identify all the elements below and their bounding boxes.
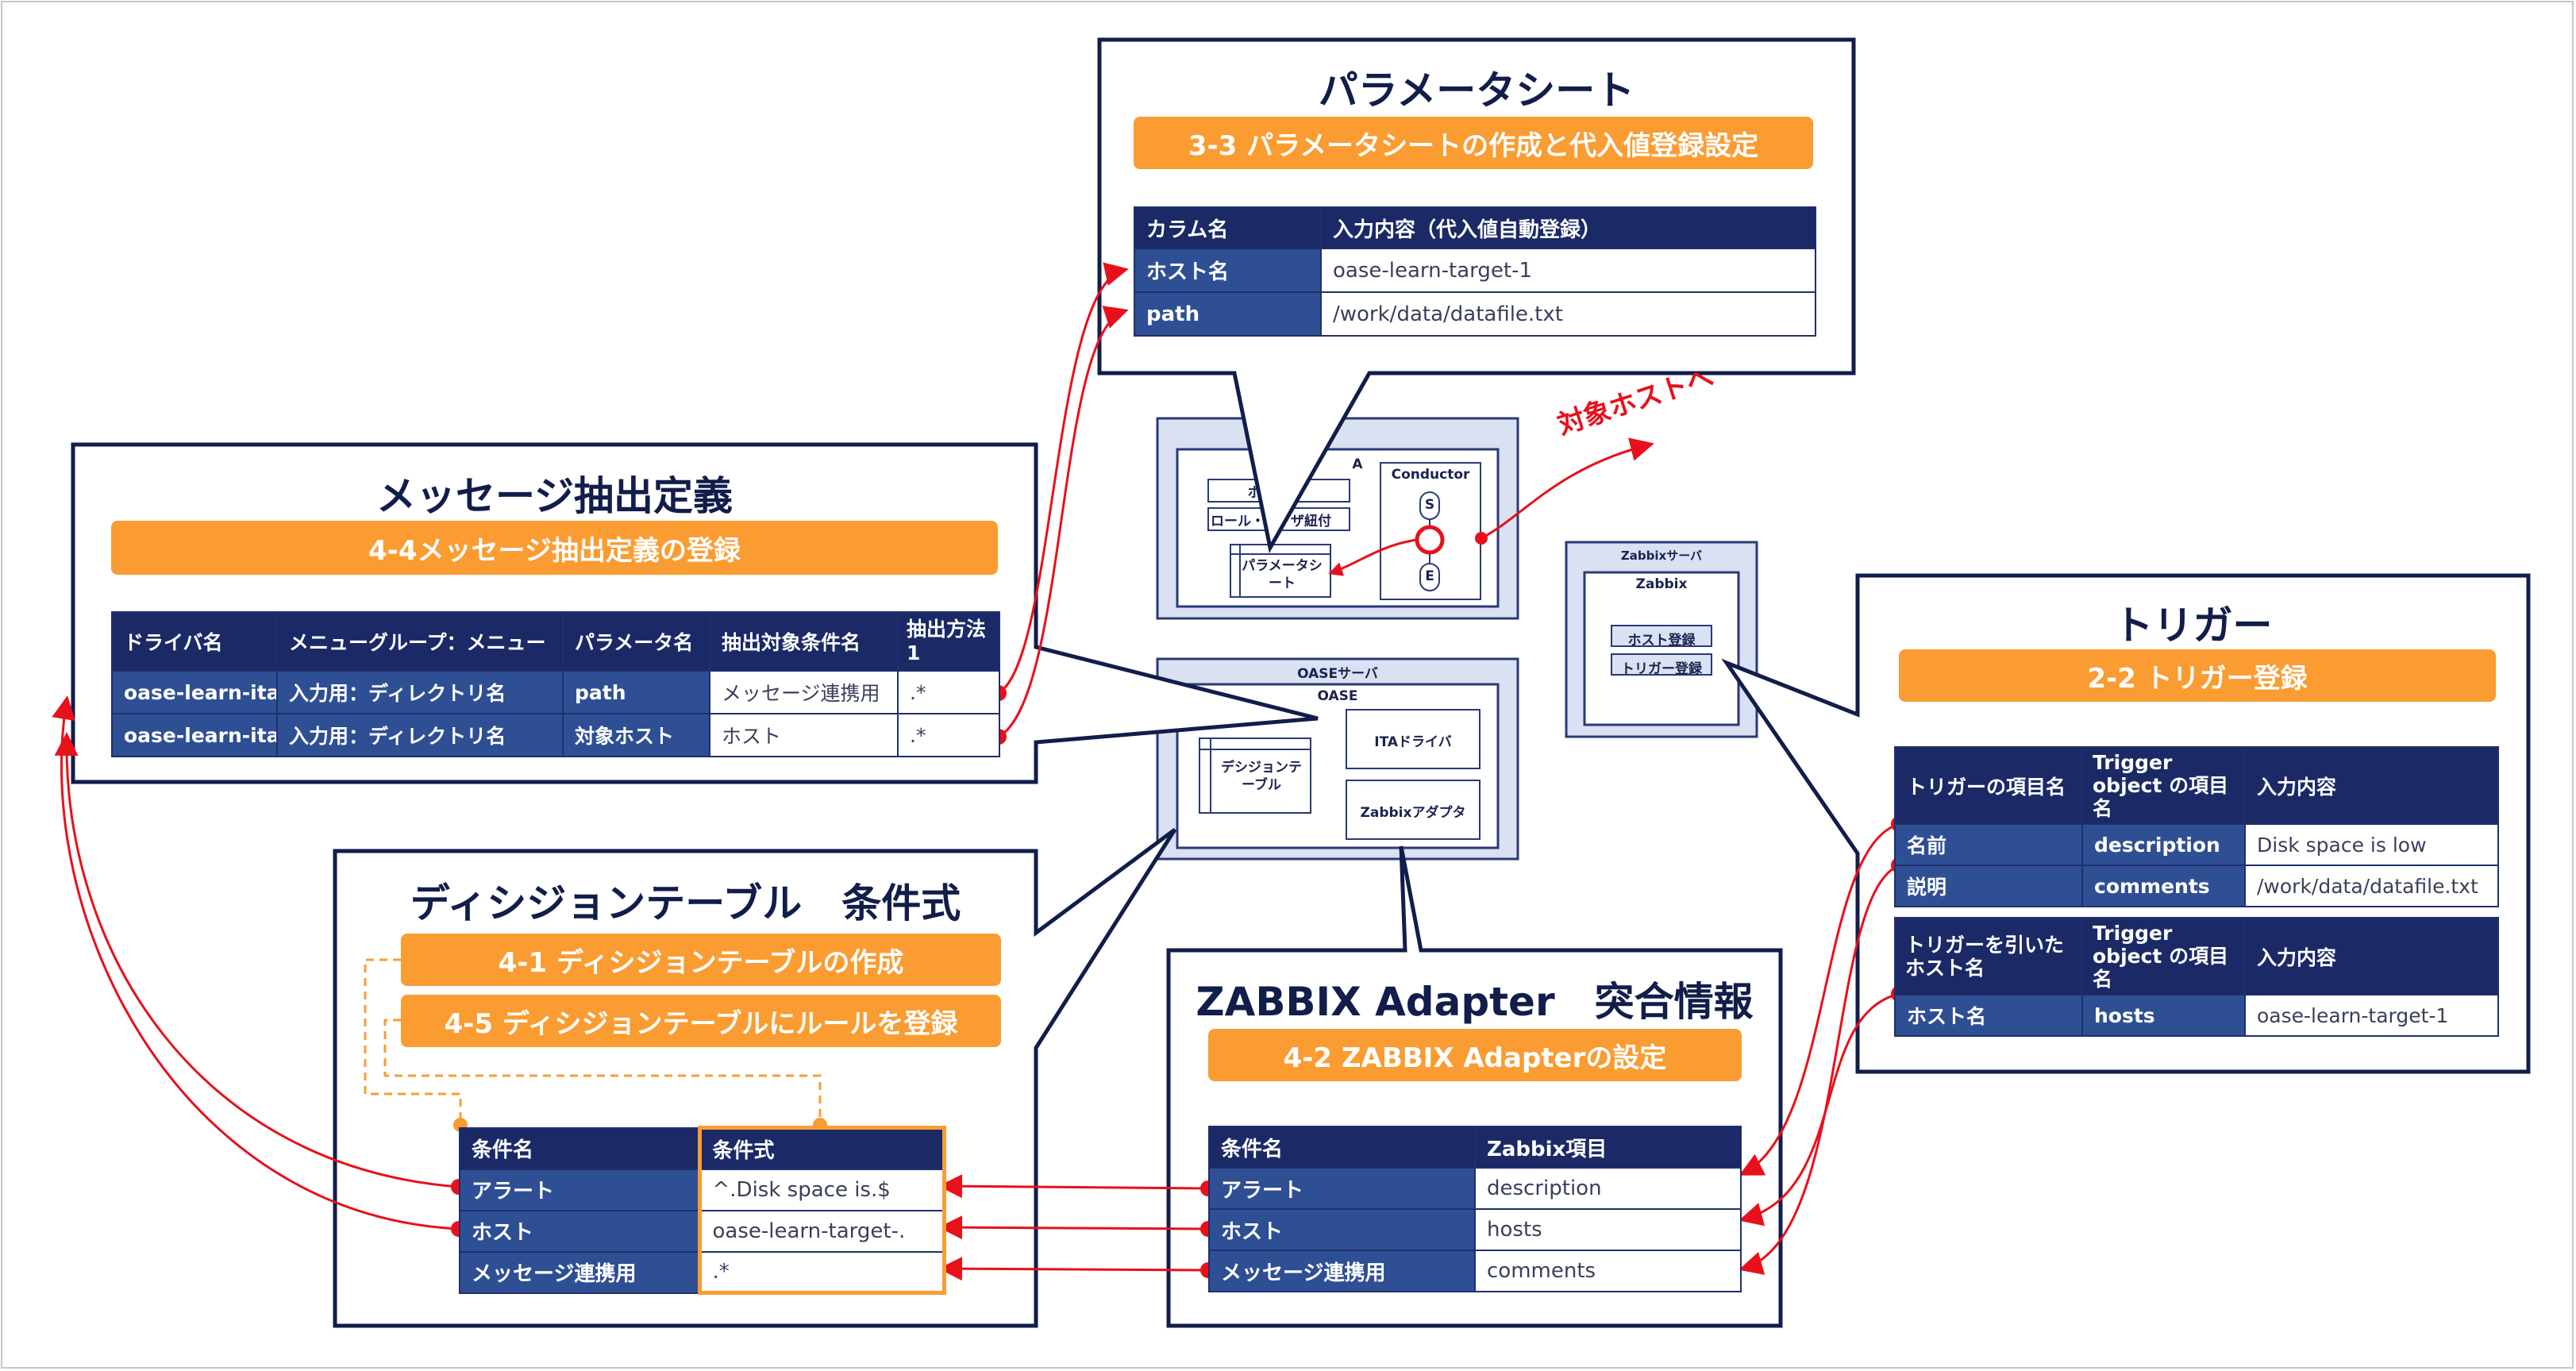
table-cell: メッセージ連携用 [709,670,899,714]
table-cell: 入力用：ディレクトリ名 [276,713,564,757]
row-value: oase-learn-target-1 [1320,248,1816,293]
row-value: /work/data/datafile.txt [1320,291,1816,337]
decision-subtitle-1: 4-1 ディシジョンテーブルの作成 [401,934,1001,986]
ita-label-fragment: A [1352,456,1363,472]
oase-server-label: OASEサーバ [1297,666,1378,682]
table-cell: 入力用：ディレクトリ名 [276,670,564,714]
row-key: ホスト名 [1134,248,1322,293]
column-header: トリガーを引いたホスト名 [1894,917,2083,996]
column-header: パラメータ名 [562,611,710,672]
column-header: 抽出対象条件名 [709,611,899,672]
decision-table-mini: デシジョンテーブル [1221,760,1302,793]
column-header: Zabbix項目 [1474,1126,1742,1169]
column-header: トリガーの項目名 [1894,746,2083,825]
table-cell: ホスト [709,713,899,757]
table-cell: hosts [2081,994,2246,1037]
zabbix-server-label: Zabbixサーバ [1620,549,1703,563]
oase-label: OASE [1317,688,1358,704]
table-cell: 名前 [1894,823,2083,866]
table-cell: 説明 [1894,865,2083,907]
host-register-label: ホスト登録 [1627,633,1696,649]
row-value: ^.Disk space is.$ [697,1168,946,1211]
zabbix-label: Zabbix [1635,576,1688,592]
column-header: 条件名 [459,1126,700,1170]
zabbix-adapter-title: ZABBIX Adapter 突合情報 [1196,979,1754,1025]
row-value: .* [697,1250,946,1295]
row-key: path [1134,291,1322,337]
trigger-table-2: トリガーを引いたホスト名 Trigger object の項目名 入力内容 ホス… [1894,917,2499,1037]
table-cell: Disk space is low [2244,823,2499,866]
column-header: 入力内容 [2244,746,2499,825]
row-value: comments [1474,1250,1742,1292]
row-value: description [1474,1167,1742,1210]
column-header: Trigger object の項目名 [2081,746,2246,825]
conductor-start: S [1424,497,1435,513]
row-value: hosts [1474,1208,1742,1251]
row-key: アラート [1208,1167,1476,1210]
param-sheet-mini: パラメータシート [1242,558,1323,591]
msg-extract-title: メッセージ抽出定義 [376,473,733,519]
row-key: アラート [459,1168,700,1211]
table-cell: oase-learn-ita [111,670,278,714]
table-cell: comments [2081,865,2246,907]
table-cell: ホスト名 [1894,994,2083,1037]
row-key: メッセージ連携用 [459,1250,700,1294]
column-header: 条件名 [1208,1126,1476,1169]
column-header: ドライバ名 [111,611,278,672]
column-header: 入力内容（代入値自動登録） [1320,206,1816,249]
trigger-subtitle: 2-2 トリガー登録 [1899,649,2496,702]
table-cell: oase-learn-target-1 [2244,994,2499,1037]
trigger-title: トリガー [2113,603,2273,649]
row-key: ホスト [459,1209,700,1253]
row-key: メッセージ連携用 [1208,1250,1476,1292]
table-cell: oase-learn-ita [111,713,278,757]
role-label-tail: ザ紐付 [1291,514,1331,530]
param-sheet-subtitle: 3-3 パラメータシートの作成と代入値登録設定 [1134,117,1813,169]
table-cell: path [562,670,710,714]
column-header: Trigger object の項目名 [2081,917,2246,996]
host-fragment-label: ホ [1247,485,1261,501]
msg-extract-subtitle: 4-4メッセージ抽出定義の登録 [111,521,998,575]
decision-title: ディシジョンテーブル 条件式 [410,880,961,926]
table-cell: /work/data/datafile.txt [2244,865,2499,907]
conductor-label: Conductor [1391,467,1470,483]
row-value: oase-learn-target-. [697,1209,946,1253]
table-cell: 対象ホスト [562,713,710,757]
trigger-table-1: トリガーの項目名 Trigger object の項目名 入力内容 名前 des… [1894,746,2499,907]
decision-subtitle-2: 4-5 ディシジョンテーブルにルールを登録 [401,995,1001,1047]
column-header: 条件式 [697,1126,946,1170]
role-label: ロール・ [1211,514,1265,530]
column-header: メニューグループ：メニュー [276,611,564,672]
column-header: カラム名 [1134,206,1322,249]
zabbix-adapter-subtitle: 4-2 ZABBIX Adapterの設定 [1208,1029,1742,1081]
zabbix-adapter-mini: Zabbixアダプタ [1360,805,1466,821]
column-header: 抽出方法1 [897,611,1000,672]
param-sheet-title: パラメータシート [1318,67,1635,114]
table-cell: .* [897,670,1000,714]
ita-driver-label: ITAドライバ [1374,734,1452,750]
table-cell: description [2081,823,2246,866]
trigger-register-label: トリガー登録 [1621,661,1702,677]
msg-extract-table: ドライバ名 メニューグループ：メニュー パラメータ名 抽出対象条件名 抽出方法1… [111,611,1000,757]
row-key: ホスト [1208,1208,1476,1251]
conductor-end: E [1425,568,1434,584]
column-header: 入力内容 [2244,917,2499,996]
table-cell: .* [897,713,1000,757]
